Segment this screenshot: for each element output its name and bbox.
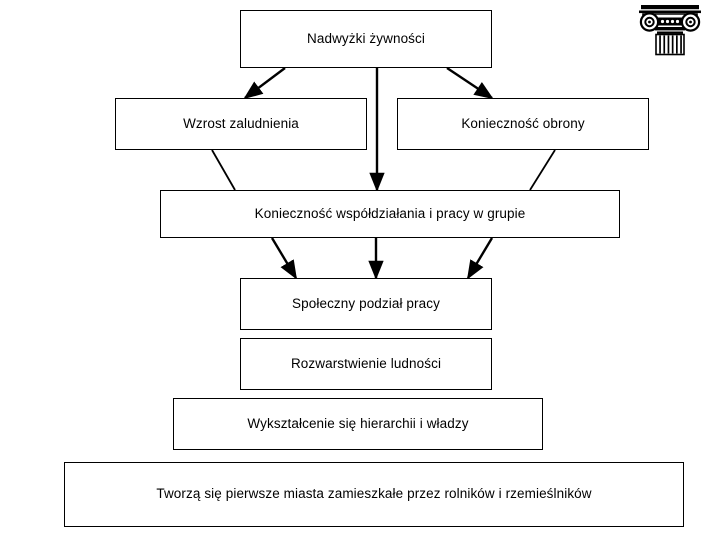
flow-node-n8[interactable]: Tworzą się pierwsze miasta zamieszkałe p… bbox=[64, 462, 684, 527]
ionic-column-capital-icon bbox=[639, 5, 701, 56]
flow-node-label: Społeczny podział pracy bbox=[292, 295, 440, 311]
flow-edge-n2-to-n4 bbox=[211, 149, 236, 191]
flow-node-label: Wykształcenie się hierarchii i władzy bbox=[247, 415, 469, 431]
flow-node-label: Konieczność współdziałania i pracy w gru… bbox=[254, 205, 526, 221]
flow-node-n1[interactable]: Nadwyżki żywności bbox=[240, 10, 492, 68]
flow-node-label: Rozwarstwienie ludności bbox=[290, 355, 442, 371]
flow-node-n4[interactable]: Konieczność współdziałania i pracy w gru… bbox=[160, 190, 620, 238]
flow-node-label: Nadwyżki żywności bbox=[307, 30, 425, 46]
flow-edge-n1-to-n2 bbox=[243, 67, 286, 100]
flow-edge-n1-to-n3 bbox=[446, 67, 494, 100]
flow-edge-n4-to-n5 bbox=[270, 237, 298, 280]
flow-node-n6[interactable]: Rozwarstwienie ludności bbox=[240, 338, 492, 390]
flow-node-n7[interactable]: Wykształcenie się hierarchii i władzy bbox=[173, 398, 543, 450]
flow-node-label: Tworzą się pierwsze miasta zamieszkałe p… bbox=[156, 486, 592, 502]
flow-node-n5[interactable]: Społeczny podział pracy bbox=[240, 278, 492, 330]
flow-node-label: Wzrost zaludnienia bbox=[183, 115, 299, 131]
flow-node-n2[interactable]: Wzrost zaludnienia bbox=[115, 98, 367, 150]
flow-edge-n4-to-n5 bbox=[466, 237, 494, 280]
flow-node-n3[interactable]: Konieczność obrony bbox=[397, 98, 649, 150]
flow-edge-n3-to-n4 bbox=[529, 149, 556, 191]
flow-node-label: Konieczność obrony bbox=[461, 115, 585, 131]
